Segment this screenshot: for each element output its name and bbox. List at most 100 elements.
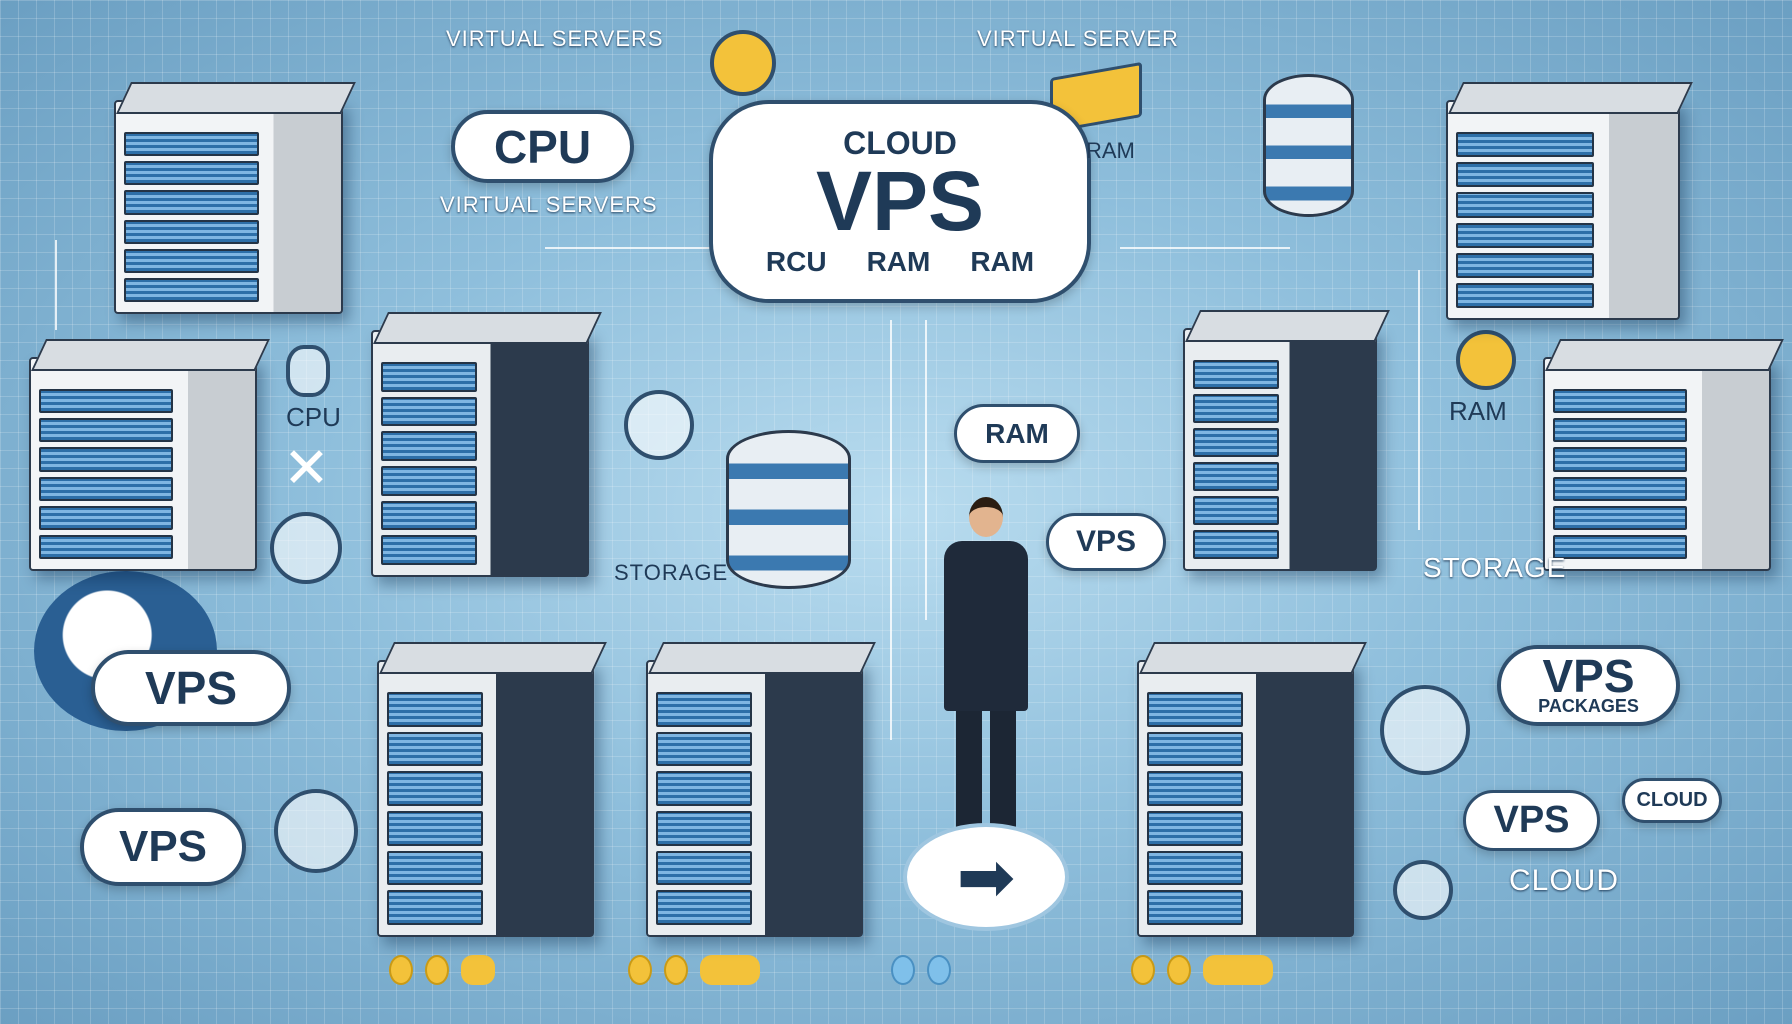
vps-bubble: VPS bbox=[80, 808, 246, 886]
vps-packages-title: VPS bbox=[1542, 649, 1635, 702]
server-drive-bay bbox=[124, 190, 259, 215]
server-rack bbox=[377, 660, 594, 937]
server-rack-group bbox=[29, 357, 257, 571]
server-drive-bay bbox=[1147, 692, 1243, 727]
server-drive-bay bbox=[124, 132, 259, 157]
server-drive-bay bbox=[1553, 505, 1688, 530]
server-drive-bay bbox=[1456, 222, 1594, 248]
server-drive-bay bbox=[1193, 428, 1279, 457]
server-drive-bay bbox=[124, 219, 259, 244]
cpu-bubble-text: CPU bbox=[493, 120, 592, 173]
server-drive-bay bbox=[1456, 252, 1594, 278]
ram-bubble-text: RAM bbox=[985, 417, 1049, 449]
status-pill bbox=[700, 955, 760, 985]
server-drive-bay bbox=[1193, 530, 1279, 559]
server-drive-bay bbox=[387, 692, 483, 727]
server-drive-bay bbox=[381, 535, 478, 566]
server-drive-bay bbox=[1147, 850, 1243, 886]
server-drive-bay bbox=[39, 534, 174, 560]
connector-line bbox=[925, 320, 927, 620]
server-drive-bay bbox=[1193, 360, 1279, 389]
status-pill bbox=[1203, 955, 1273, 985]
server-drive-bay bbox=[39, 476, 174, 501]
cloud-label: CLOUD bbox=[1509, 864, 1620, 897]
rcu-label: RCU bbox=[765, 246, 827, 277]
vps-bubble-text: VPS bbox=[144, 662, 238, 714]
search-icon bbox=[1380, 685, 1470, 775]
vps-bubble-text: VPS bbox=[1493, 799, 1570, 841]
server-rack-group bbox=[1446, 100, 1680, 320]
server-drive-bay bbox=[656, 890, 752, 926]
status-dot bbox=[425, 955, 449, 985]
server-rack bbox=[1183, 328, 1377, 571]
next-arrow-button[interactable]: ➡ bbox=[903, 823, 1069, 931]
server-drive-bay bbox=[39, 447, 174, 472]
status-dot bbox=[628, 955, 652, 985]
lock-icon bbox=[710, 30, 776, 96]
server-drive-bay bbox=[656, 771, 752, 807]
server-drive-bay bbox=[1147, 771, 1243, 807]
server-rack-group bbox=[114, 100, 343, 314]
network-icon bbox=[624, 390, 694, 460]
vps-bubble: VPS bbox=[91, 650, 291, 726]
server-drive-bay bbox=[124, 277, 259, 303]
server-drive-bay bbox=[124, 248, 259, 273]
server-drive-bay bbox=[381, 500, 478, 531]
server-drive-bay bbox=[656, 811, 752, 846]
vps-packages-bubble: VPS PACKAGES bbox=[1497, 645, 1680, 726]
connector-line bbox=[1418, 270, 1420, 530]
status-dot bbox=[1131, 955, 1155, 985]
server-drive-bay bbox=[1553, 534, 1688, 560]
server-rack bbox=[371, 330, 589, 577]
server-drive-bay bbox=[1193, 496, 1279, 525]
status-dot bbox=[389, 955, 413, 985]
cpu-label: CPU bbox=[286, 402, 341, 432]
vps-bubble: VPS bbox=[1463, 790, 1600, 851]
server-drive-bay bbox=[381, 362, 478, 392]
server-drive-bay bbox=[1553, 476, 1688, 501]
ram-label: RAM bbox=[1449, 396, 1507, 426]
status-pill bbox=[461, 955, 495, 985]
cpu-chip-icon bbox=[286, 345, 330, 397]
server-drive-bay bbox=[1147, 731, 1243, 767]
server-drive-bay bbox=[381, 431, 478, 462]
server-drive-bay bbox=[1456, 132, 1594, 158]
server-drive-bay bbox=[39, 418, 174, 443]
vps-bubble-text: VPS bbox=[118, 822, 208, 871]
server-drive-bay bbox=[1456, 192, 1594, 218]
vps-bubble: VPS bbox=[1046, 513, 1166, 571]
server-drive-bay bbox=[39, 389, 174, 414]
server-rack bbox=[1137, 660, 1354, 937]
cloud-bubble: CLOUD bbox=[1622, 778, 1722, 823]
status-dot bbox=[927, 955, 951, 985]
server-drive-bay bbox=[39, 505, 174, 530]
businessman-figure bbox=[937, 497, 1034, 840]
cpu-bubble: CPU bbox=[451, 110, 634, 183]
server-rack-group bbox=[1543, 357, 1771, 571]
status-dot bbox=[1167, 955, 1191, 985]
server-drive-bay bbox=[381, 466, 478, 496]
ram-label: RAM bbox=[970, 246, 1035, 277]
cloud-heading: CLOUD bbox=[843, 125, 957, 161]
globe-grid-icon bbox=[274, 789, 358, 873]
vps-packages-subtitle: PACKAGES bbox=[1538, 695, 1639, 716]
server-drive-bay bbox=[1193, 462, 1279, 491]
server-drive-bay bbox=[387, 811, 483, 846]
server-drive-bay bbox=[1193, 394, 1279, 423]
ram-label: RAM bbox=[866, 246, 931, 277]
database-icon bbox=[1263, 74, 1354, 217]
cloud-bubble-text: CLOUD bbox=[1636, 789, 1708, 811]
virtual-servers-label: VIRTUAL SERVERS bbox=[446, 26, 664, 51]
server-drive-bay bbox=[124, 161, 259, 186]
server-drive-bay bbox=[387, 890, 483, 926]
server-drive-bay bbox=[1553, 447, 1688, 472]
connector-line bbox=[545, 247, 715, 249]
status-dot bbox=[664, 955, 688, 985]
building-icon bbox=[270, 512, 342, 584]
server-drive-bay bbox=[656, 731, 752, 767]
vps-heading: VPS bbox=[815, 154, 985, 248]
ram-bubble: RAM bbox=[954, 404, 1080, 463]
connector-line bbox=[55, 240, 57, 330]
server-drive-bay bbox=[1553, 389, 1688, 414]
storage-label: STORAGE bbox=[614, 560, 729, 585]
